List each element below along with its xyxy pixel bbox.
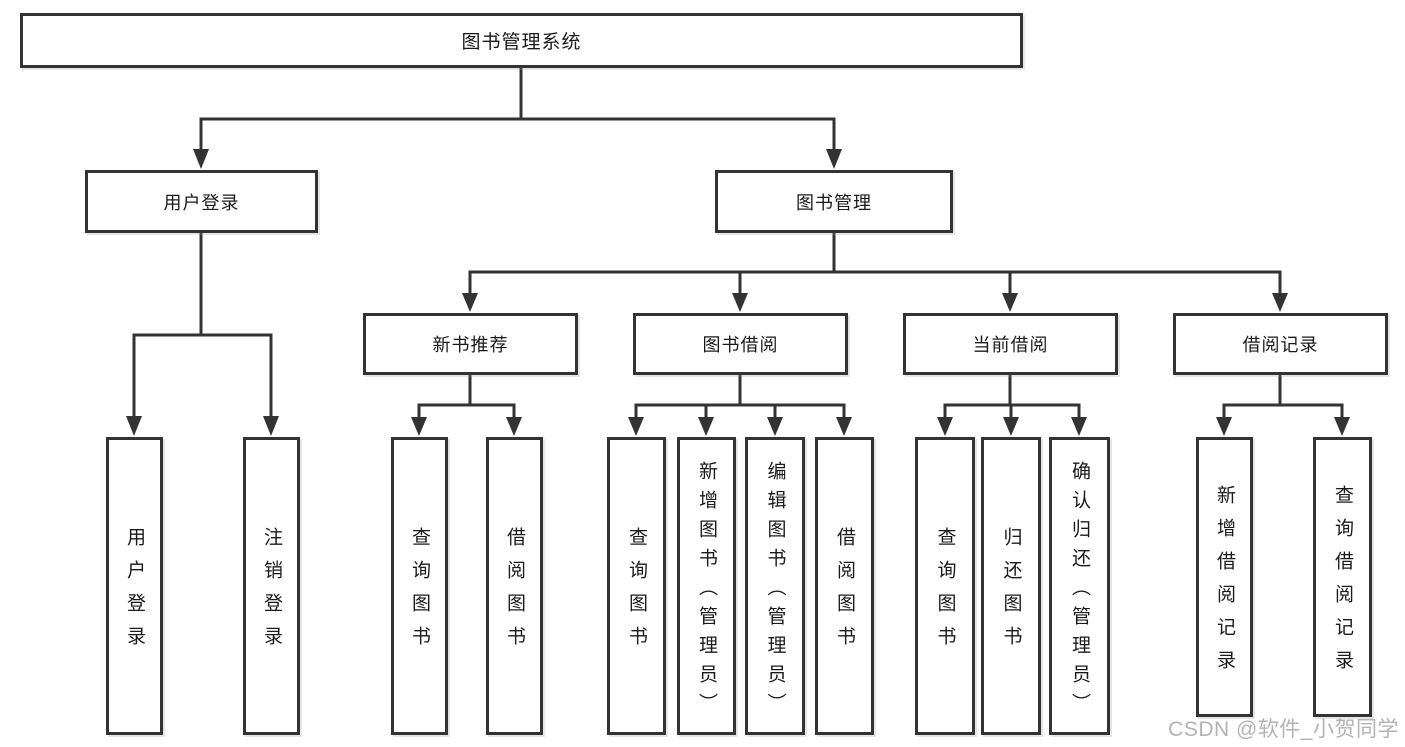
node-label: 用户登录: [124, 527, 145, 659]
node-label: 确认归还（管理员）: [1069, 460, 1090, 722]
node-library-management-system: 图书管理系统: [20, 13, 1023, 68]
node-current-borrowing: 当前借阅: [903, 313, 1118, 375]
node-query-books: 查询图书: [391, 437, 448, 735]
connector-current-borrowing-to-leaves: [937, 373, 1087, 436]
arrowhead-logout-leaf: [263, 416, 279, 436]
arrowhead-new-book-recommendation: [462, 293, 478, 312]
node-add-borrow-record: 新增借阅记录: [1196, 437, 1253, 717]
arrowhead-borrowing-records: [1272, 293, 1288, 312]
node-user-login: 用户登录: [85, 170, 318, 233]
node-label: 用户登录: [163, 192, 240, 213]
arrowhead-user-login: [193, 149, 209, 169]
connector-borrow-records-to-leaves: [1216, 373, 1350, 436]
node-borrow-books: 借阅图书: [815, 437, 874, 735]
node-label: 新增借阅记录: [1214, 485, 1235, 683]
node-label: 借阅图书: [834, 527, 855, 659]
node-label: 新书推荐: [432, 335, 509, 355]
node-label: 注销登录: [261, 527, 282, 659]
node-label: 借阅图书: [504, 527, 525, 659]
csdn-watermark: CSDN @软件_小贺同学: [1168, 718, 1399, 741]
node-label: 当前借阅: [972, 335, 1049, 355]
node-label: 新增图书（管理员）: [696, 460, 717, 722]
node-label: 查询图书: [626, 527, 647, 659]
node-query-books: 查询图书: [607, 437, 666, 735]
node-label: 图书借阅: [702, 335, 779, 355]
node-query-books: 查询图书: [915, 437, 975, 735]
node-edit-books-admin: 编辑图书（管理员）: [745, 437, 805, 735]
node-add-books-admin: 新增图书（管理员）: [677, 437, 736, 735]
connector-book-management-to-level3: [462, 230, 1288, 312]
arrowhead-book-borrowing: [732, 293, 748, 312]
connector-book-borrowing-to-leaves: [628, 373, 852, 436]
arrowhead-current-borrowing: [1002, 293, 1018, 312]
arrowhead-login-leaf: [126, 416, 142, 436]
node-label: 归还图书: [1000, 527, 1022, 659]
node-logout: 注销登录: [243, 437, 300, 735]
connector-root-to-level2: [193, 66, 842, 169]
node-query-borrow-record: 查询借阅记录: [1313, 437, 1372, 717]
arrowhead-book-management: [826, 149, 842, 169]
connector-user-login-to-leaves: [126, 231, 279, 436]
node-label: 编辑图书（管理员）: [764, 460, 786, 722]
node-label: 借阅记录: [1242, 335, 1319, 355]
node-label: 图书管理: [796, 192, 872, 213]
node-book-management: 图书管理: [715, 170, 953, 233]
node-return-books: 归还图书: [981, 437, 1041, 735]
node-confirm-return-admin: 确认归还（管理员）: [1049, 437, 1110, 735]
node-new-book-recommendation: 新书推荐: [363, 313, 578, 375]
node-label: 图书管理系统: [461, 32, 582, 53]
node-book-borrowing: 图书借阅: [633, 313, 848, 375]
node-label: 查询借阅记录: [1332, 485, 1353, 683]
node-label: 查询图书: [409, 527, 430, 659]
node-label: 查询图书: [934, 527, 956, 659]
node-borrow-books: 借阅图书: [486, 437, 543, 735]
node-user-login-leaf: 用户登录: [106, 437, 163, 735]
node-borrowing-records: 借阅记录: [1173, 313, 1388, 375]
connector-new-book-to-leaves: [411, 373, 522, 436]
